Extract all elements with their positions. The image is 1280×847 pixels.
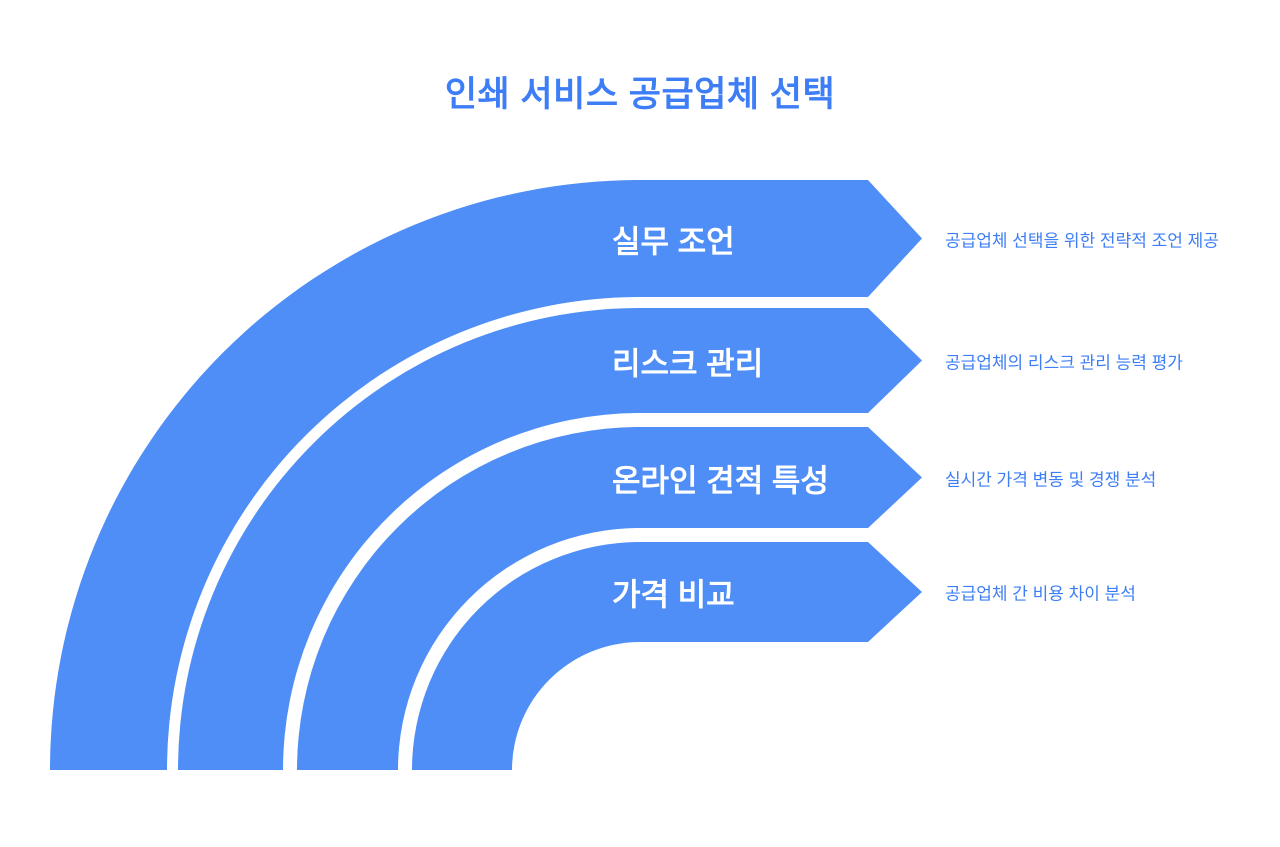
funnel-band-arrow-0 (50, 180, 922, 770)
band-label-practical-advice: 실무 조언 (612, 224, 735, 259)
band-description-online-quote: 실시간 가격 변동 및 경쟁 분석 (945, 470, 1157, 489)
band-description-risk-management: 공급업체의 리스크 관리 능력 평가 (945, 353, 1183, 372)
band-label-online-quote: 온라인 견적 특성 (612, 463, 829, 498)
page-title: 인쇄 서비스 공급업체 선택 (444, 75, 836, 114)
funnel-band-arrow-2 (297, 427, 922, 770)
band-label-risk-management: 리스크 관리 (612, 346, 764, 381)
funnel-band-arrow-1 (178, 308, 922, 770)
band-label-price-comparison: 가격 비교 (612, 577, 735, 613)
funnel-band-arrow-3 (412, 542, 922, 770)
band-description-practical-advice: 공급업체 선택을 위한 전략적 조언 제공 (945, 231, 1219, 250)
band-description-price-comparison: 공급업체 간 비용 차이 분석 (945, 584, 1136, 604)
